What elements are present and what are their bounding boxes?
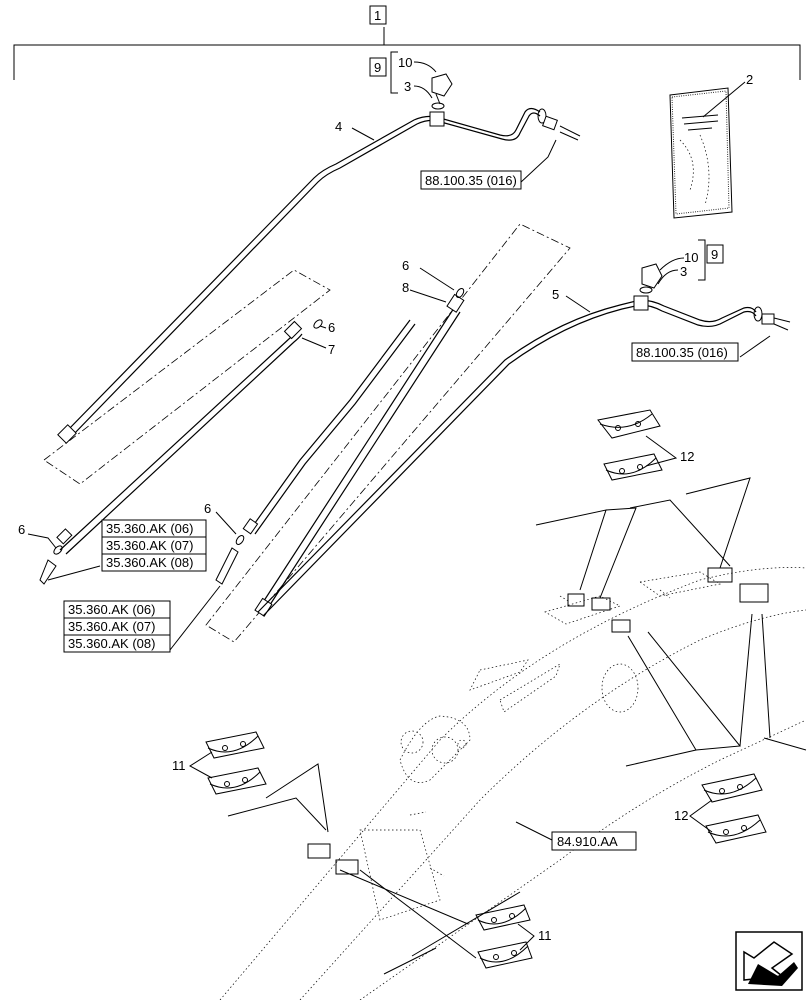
boom-leader-lines	[227, 477, 807, 975]
clamp-set-12-upper	[597, 409, 663, 481]
boom-outline	[219, 567, 807, 1000]
callout-item-6-b[interactable]: 6	[18, 522, 25, 537]
ref-group-a: 35.360.AK (06) 35.360.AK (07) 35.360.AK …	[47, 519, 207, 581]
kit-group-top: 9 10 3	[369, 51, 453, 110]
callout-item-3-right[interactable]: 3	[680, 264, 687, 279]
boom-clamp-markers	[307, 567, 769, 875]
assembly-bracket	[13, 27, 801, 80]
zone-outline-left	[43, 269, 331, 485]
ref-link-35-360-ak-06-b[interactable]: 35.360.AK (06)	[63, 600, 171, 619]
svg-text:35.360.AK (07): 35.360.AK (07)	[68, 619, 155, 634]
callout-item-7[interactable]: 7	[328, 342, 335, 357]
pipe-item-5	[257, 263, 791, 617]
clamp-set-11-bottom	[475, 904, 533, 969]
ref-link-84-910-aa[interactable]: 84.910.AA	[551, 831, 637, 851]
callout-item-12-lower[interactable]: 12	[674, 808, 688, 823]
svg-text:35.360.AK (08): 35.360.AK (08)	[68, 636, 155, 651]
svg-text:35.360.AK (06): 35.360.AK (06)	[68, 602, 155, 617]
tee-fitting-right	[633, 295, 649, 311]
svg-text:35.360.AK (06): 35.360.AK (06)	[106, 521, 193, 536]
ref-link-88-100-35-right[interactable]: 88.100.35 (016)	[631, 342, 739, 362]
zone-outline-center	[205, 223, 571, 643]
operator-manual	[669, 81, 746, 219]
ref-link-35-360-ak-07-b[interactable]: 35.360.AK (07)	[63, 617, 171, 636]
svg-text:84.910.AA: 84.910.AA	[557, 834, 618, 849]
svg-text:35.360.AK (07): 35.360.AK (07)	[106, 538, 193, 553]
callout-item-9-top[interactable]: 9	[374, 60, 381, 75]
ref-link-35-360-ak-08-a[interactable]: 35.360.AK (08)	[101, 553, 207, 572]
clamp-set-12-lower	[701, 773, 767, 844]
callout-item-11-bottom[interactable]: 11	[538, 928, 552, 943]
callout-item-8[interactable]: 8	[402, 280, 409, 295]
callout-item-5[interactable]: 5	[552, 287, 559, 302]
callout-item-12-upper[interactable]: 12	[680, 449, 694, 464]
pipe-item-4	[57, 107, 581, 444]
ref-link-35-360-ak-06-a[interactable]: 35.360.AK (06)	[101, 519, 207, 538]
callout-item-6-d[interactable]: 6	[204, 501, 211, 516]
tee-fitting-top	[429, 111, 445, 127]
svg-text:88.100.35 (016): 88.100.35 (016)	[636, 345, 728, 360]
ref-group-b: 35.360.AK (06) 35.360.AK (07) 35.360.AK …	[63, 585, 221, 653]
callout-item-10-right[interactable]: 10	[684, 250, 698, 265]
callout-item-1[interactable]: 1	[369, 5, 387, 25]
callout-item-4[interactable]: 4	[335, 119, 342, 134]
callout-item-3-top[interactable]: 3	[404, 79, 411, 94]
pipe-item-8-link	[215, 319, 416, 585]
callout-item-1-label: 1	[374, 8, 381, 23]
plug-fitting-top	[431, 73, 453, 110]
pipe-item-8	[254, 287, 465, 617]
ref-link-88-100-35-top[interactable]: 88.100.35 (016)	[420, 170, 522, 190]
svg-text:88.100.35 (016): 88.100.35 (016)	[425, 173, 517, 188]
callout-item-10-top[interactable]: 10	[398, 55, 412, 70]
callout-item-6-c[interactable]: 6	[402, 258, 409, 273]
clamp-set-11-left	[205, 731, 267, 795]
callout-item-2[interactable]: 2	[746, 72, 753, 87]
callout-item-9-right[interactable]: 9	[711, 247, 718, 262]
svg-text:35.360.AK (08): 35.360.AK (08)	[106, 555, 193, 570]
callout-item-11-left[interactable]: 11	[172, 758, 186, 773]
ref-link-35-360-ak-08-b[interactable]: 35.360.AK (08)	[63, 634, 171, 653]
ref-link-35-360-ak-07-a[interactable]: 35.360.AK (07)	[101, 536, 207, 555]
pipe-item-7	[39, 319, 323, 585]
kit-group-right: 10 3 9	[657, 239, 724, 285]
arrow-nav-icon[interactable]	[735, 931, 803, 991]
callout-item-6-a[interactable]: 6	[328, 320, 335, 335]
